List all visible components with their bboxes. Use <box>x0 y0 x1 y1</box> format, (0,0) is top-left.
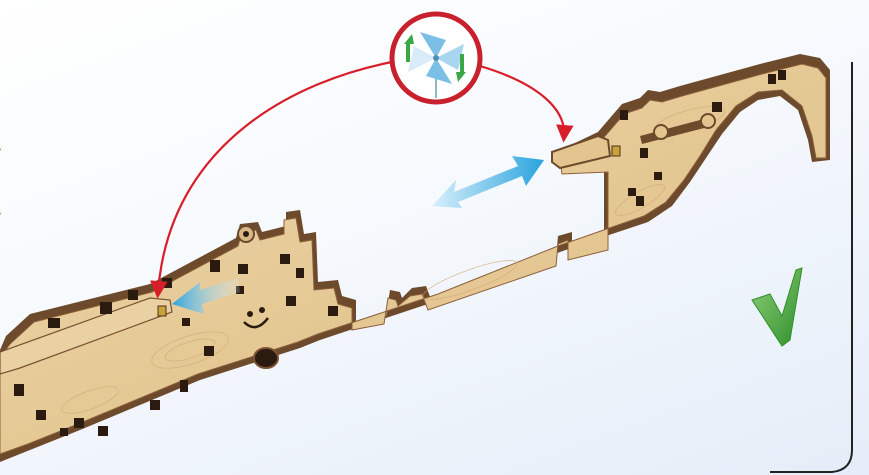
double-arrow-icon <box>432 156 544 208</box>
pinwheel-badge <box>392 14 480 102</box>
curve-arrow-right <box>480 66 564 136</box>
round-hole <box>254 348 278 368</box>
tab-hole <box>243 231 249 237</box>
check-mark-icon <box>752 268 802 346</box>
